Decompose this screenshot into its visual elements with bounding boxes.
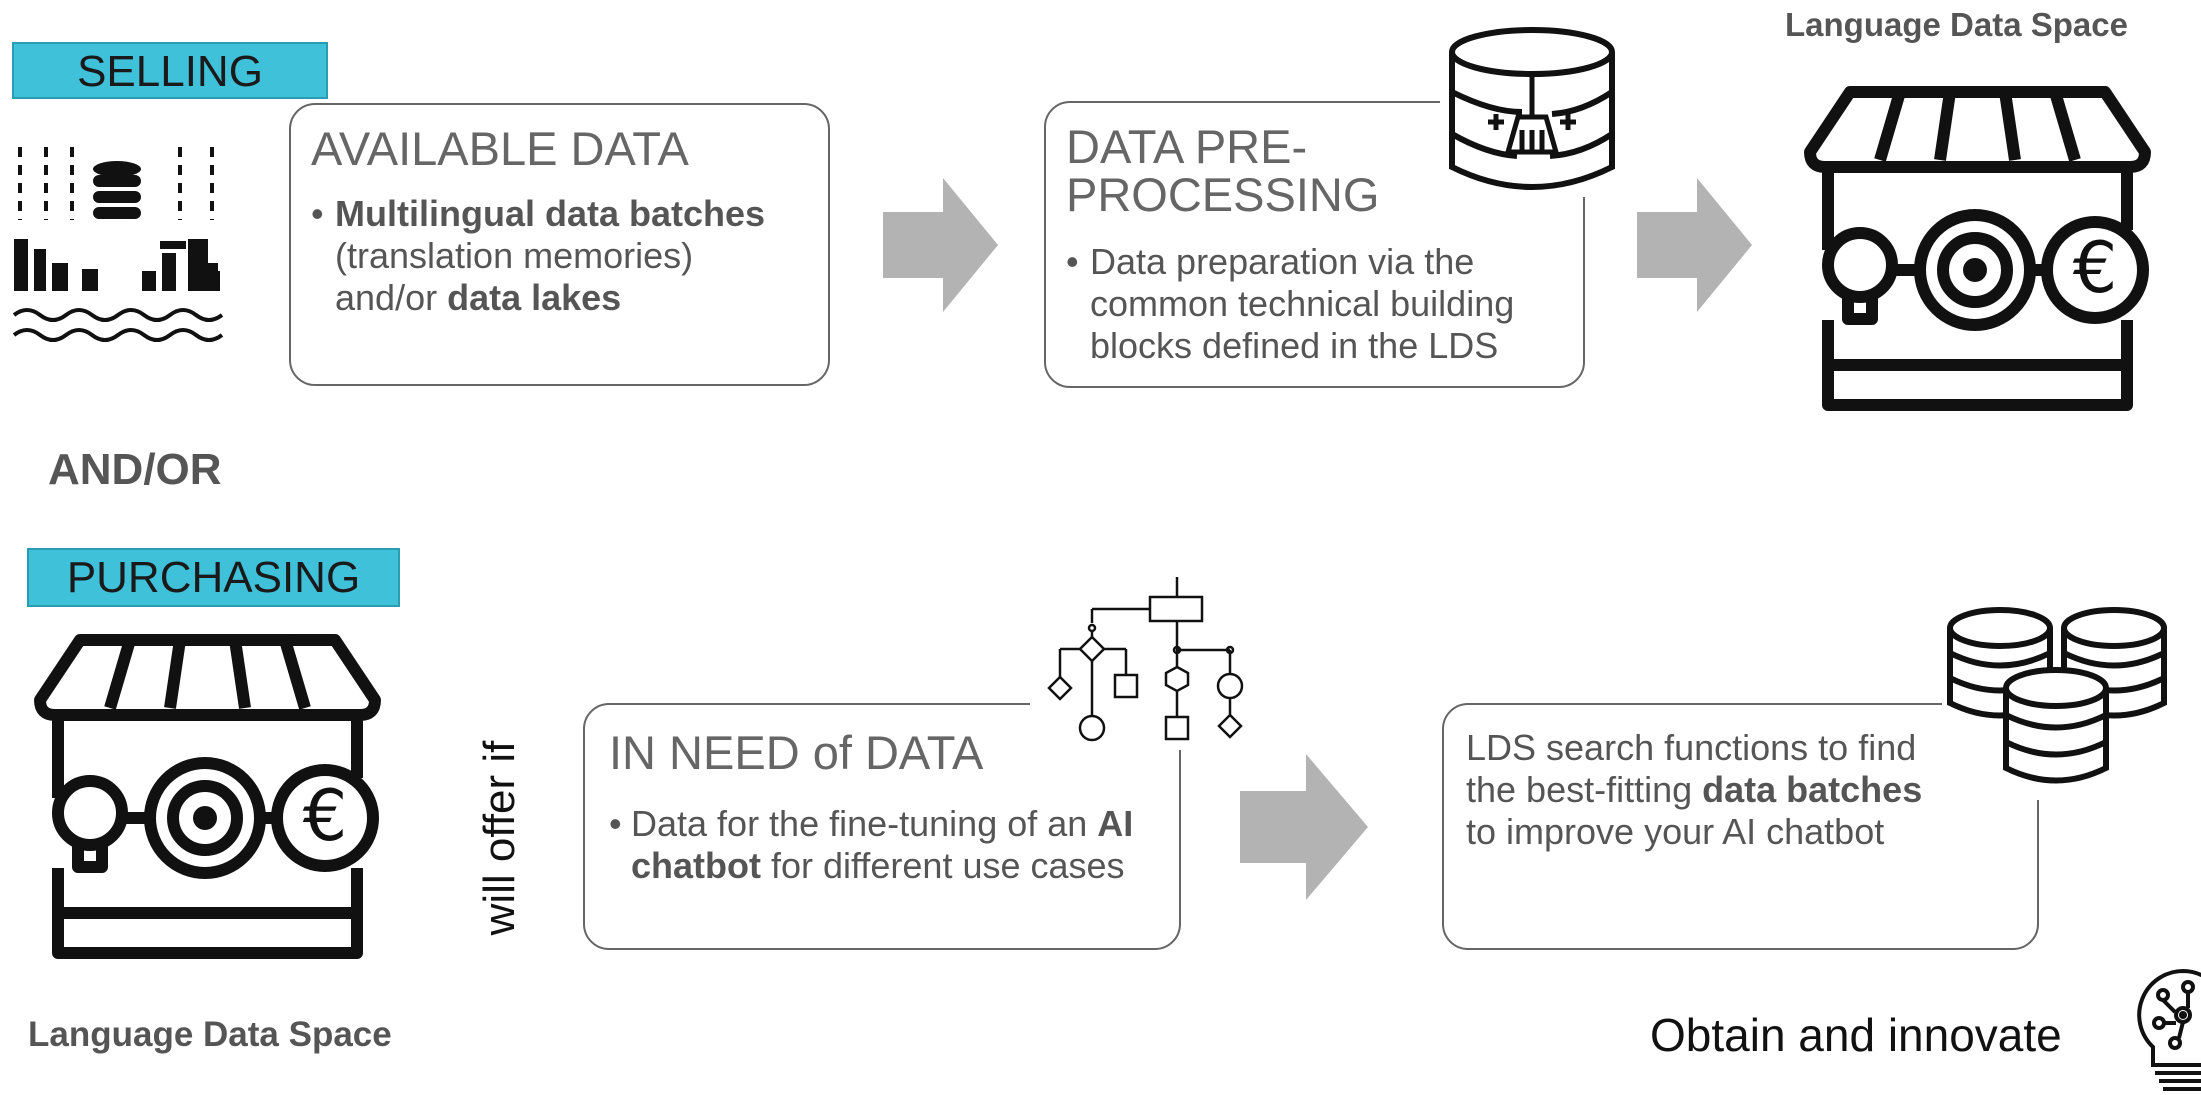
bold-text: data batches <box>1702 769 1923 810</box>
lds-search-box: LDS search functions to find the best-fi… <box>1442 703 2039 950</box>
purchasing-tag: PURCHASING <box>27 548 400 607</box>
store-label-bottom: Language Data Space <box>28 1015 392 1054</box>
plain-text: LDS search functions to find the best-fi… <box>1466 727 1917 810</box>
arrow-right-icon <box>1637 178 1752 317</box>
plain-text: Data for the fine-tuning of an <box>631 803 1098 844</box>
preprocessing-title-line1: DATA PRE- <box>1066 120 1308 173</box>
lightbulb-circuit-icon <box>2133 965 2201 1095</box>
store-label-top: Language Data Space <box>1785 6 2128 43</box>
and-or-label: AND/OR <box>48 445 222 494</box>
available-data-text: Multilingual data batches (translation m… <box>335 193 775 319</box>
market-store-icon: € <box>1800 80 2155 415</box>
bullet: • <box>609 803 622 844</box>
svg-text:€: € <box>2073 227 2118 309</box>
bullet: • <box>311 193 324 234</box>
selling-tag: SELLING <box>12 42 328 99</box>
arrow-right-icon <box>883 178 998 317</box>
obtain-and-innovate-label: Obtain and innovate <box>1650 1009 2062 1061</box>
svg-text:€: € <box>303 775 348 857</box>
arrow-right-icon <box>1240 754 1368 905</box>
data-lake-icon <box>12 145 227 355</box>
will-offer-if-label: will offer if <box>475 740 524 936</box>
plain-text: (translation memories) and/or <box>335 235 694 318</box>
market-store-icon: € <box>30 628 385 963</box>
preprocessing-text: Data preparation via the common technica… <box>1090 241 1515 366</box>
lds-search-text: LDS search functions to find the best-fi… <box>1466 727 1946 853</box>
flowchart-icon <box>1030 575 1255 750</box>
database-stack-icon <box>1942 600 2172 800</box>
bold-text: data lakes <box>447 277 622 318</box>
available-data-box: AVAILABLE DATA • Multilingual data batch… <box>289 103 830 386</box>
plain-text: for different use cases <box>761 845 1125 886</box>
bold-text: AI chatbot <box>631 803 1134 886</box>
available-data-title: AVAILABLE DATA <box>311 122 689 175</box>
plain-text: to improve your AI chatbot <box>1466 811 1885 852</box>
database-cleaning-icon <box>1440 22 1625 197</box>
in-need-text: Data for the fine-tuning of an AI chatbo… <box>631 803 1171 887</box>
preprocessing-title-line2: PROCESSING <box>1066 168 1380 221</box>
in-need-title: IN NEED of DATA <box>609 726 984 779</box>
bold-text: Multilingual data batches <box>335 193 766 234</box>
bullet: • <box>1066 241 1079 282</box>
